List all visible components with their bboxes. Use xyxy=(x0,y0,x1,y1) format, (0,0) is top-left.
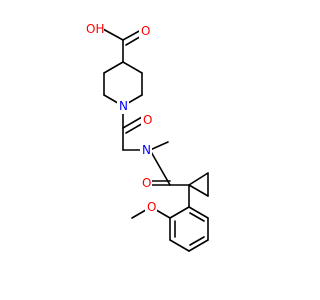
molecule-canvas: OH O N O N O O xyxy=(84,21,209,252)
label-bg-carboxyl-o xyxy=(139,23,151,39)
bond-carbonyl-o-a xyxy=(122,116,143,129)
bond-ar-3 xyxy=(169,239,190,252)
bond-n-c-amide2 xyxy=(149,149,171,186)
label-bg-amide2-o xyxy=(140,175,152,191)
atom-label-methoxy-o: O xyxy=(147,200,156,214)
label-bg-oh xyxy=(84,21,104,37)
label-bg-pip-n xyxy=(117,98,129,114)
bond-ar-6b xyxy=(189,212,205,222)
structure-diagram: OH O N O N O O xyxy=(84,21,209,252)
bond-cp-1 xyxy=(188,172,209,186)
atom-label-carboxyl-oh: OH xyxy=(86,22,104,36)
bond-pip-1 xyxy=(103,61,124,74)
bond-ar-6 xyxy=(188,206,209,219)
atom-label-piperidine-n: N xyxy=(119,99,128,113)
bond-ar-1 xyxy=(169,206,190,219)
bond-pip-6 xyxy=(122,61,143,74)
bond-c-o-double-a xyxy=(122,29,142,41)
label-bg-amine-n xyxy=(140,142,152,158)
label-bg-methoxy-o xyxy=(145,199,157,215)
bond-c-oh xyxy=(102,28,124,41)
bond-ar-4 xyxy=(188,239,209,252)
bond-ar-4b xyxy=(189,236,205,246)
bond-cp-3 xyxy=(188,184,209,197)
label-bg-amide-o xyxy=(141,112,153,128)
atom-label-amine-n: N xyxy=(142,143,151,157)
atom-label-amide-o: O xyxy=(143,113,152,127)
atom-label-carboxyl-o: O xyxy=(141,24,150,38)
bond-n-ch3 xyxy=(149,141,169,151)
atom-label-amide2-o: O xyxy=(142,176,151,190)
